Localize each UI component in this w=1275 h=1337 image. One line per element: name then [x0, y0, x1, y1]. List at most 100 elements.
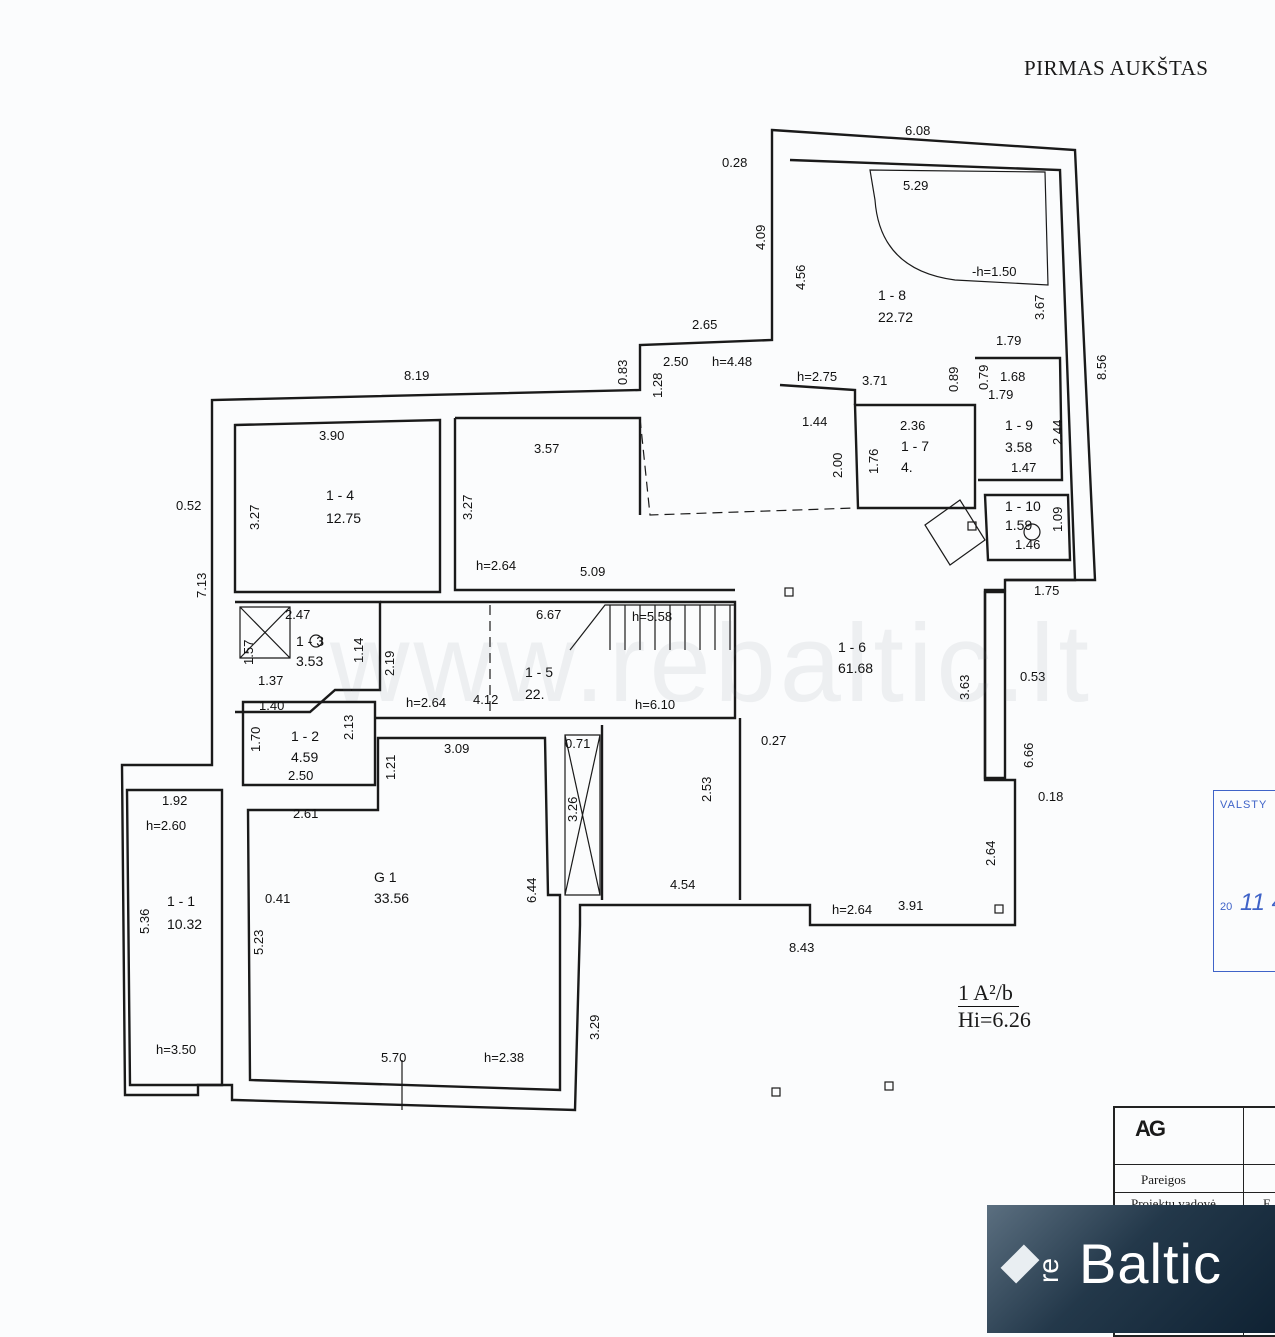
dim-label: 6.67 [536, 607, 561, 622]
dim-label: 2.50 [288, 768, 313, 783]
title-block-rule [1115, 1164, 1275, 1165]
room-1-10-id: 1 - 10 [1005, 498, 1041, 514]
dim-label: 0.83 [615, 360, 630, 385]
room-1-4-id: 1 - 4 [326, 487, 354, 503]
dim-label: 4.56 [793, 265, 808, 290]
title-block-rule [1115, 1192, 1275, 1193]
dim-label: h=2.64 [476, 558, 516, 573]
dim-label: 1.79 [988, 387, 1013, 402]
dim-label: 1.37 [258, 673, 283, 688]
dim-label: 1.47 [1011, 460, 1036, 475]
dim-label: 8.43 [789, 940, 814, 955]
stamp-handwritten: 11 4 [1240, 889, 1275, 916]
room-1-7-id: 1 - 7 [901, 438, 929, 454]
dim-label: h=2.38 [484, 1050, 524, 1065]
room-1-5-area: 22. [525, 686, 544, 702]
dim-label: 3.67 [1032, 295, 1047, 320]
brand-re: re [1033, 1258, 1064, 1283]
dim-label: 1.14 [351, 638, 366, 663]
dim-label: 8.19 [404, 368, 429, 383]
dim-label: 3.91 [898, 898, 923, 913]
dim-label: 2.53 [699, 777, 714, 802]
dim-label: 1.21 [383, 755, 398, 780]
dim-label: 5.36 [137, 909, 152, 934]
title-block-label-e: E [1263, 1196, 1271, 1211]
dim-label: 6.66 [1021, 743, 1036, 768]
room-1-3-id: 1 - 3 [296, 633, 324, 649]
dim-label: 0.18 [1038, 789, 1063, 804]
dim-label: 4.09 [753, 225, 768, 250]
dim-label: 0.53 [1020, 669, 1045, 684]
dim-label: 2.64 [983, 841, 998, 866]
dim-label: 5.70 [381, 1050, 406, 1065]
registry-stamp: VALSTY 20 11 4 [1213, 790, 1275, 972]
dim-label: 0.27 [761, 733, 786, 748]
dim-label: 1.40 [259, 698, 284, 713]
dim-label: h=2.75 [797, 369, 837, 384]
dim-label: 1.44 [802, 414, 827, 429]
dim-label: 3.71 [862, 373, 887, 388]
rebaltic-brand-badge[interactable]: re Baltic [987, 1205, 1275, 1333]
dim-label: 3.09 [444, 741, 469, 756]
dim-label: 0.71 [565, 736, 590, 751]
dim-label: 5.09 [580, 564, 605, 579]
dim-label: 0.52 [176, 498, 201, 513]
dim-label: 4.54 [670, 877, 695, 892]
dim-label: 0.41 [265, 891, 290, 906]
room-1-7-area: 4. [901, 459, 913, 475]
dim-label: 4.12 [473, 692, 498, 707]
dim-label: h=2.64 [406, 695, 446, 710]
plan-title: PIRMAS AUKŠTAS [1024, 56, 1209, 80]
room-1-9-id: 1 - 9 [1005, 417, 1033, 433]
dimension-labels: 6.08 0.28 5.29 -h=1.50 2.65 2.50 h=4.48 … [146, 123, 1063, 1065]
dim-label: 0.28 [722, 155, 747, 170]
interior-lines [239, 169, 1049, 1110]
dim-label: 1.75 [1034, 583, 1059, 598]
dim-label: h=3.50 [156, 1042, 196, 1057]
dim-label: 2.44 [1050, 420, 1065, 445]
dim-label: 3.29 [587, 1015, 602, 1040]
dim-label: 0.79 [976, 365, 991, 390]
dim-label: 2.00 [830, 453, 845, 478]
dim-label: 3.27 [460, 495, 475, 520]
room-1-4-area: 12.75 [326, 510, 361, 526]
dim-label: 1.09 [1050, 507, 1065, 532]
classification-line2: Hi=6.26 [958, 1007, 1031, 1032]
room-g-1-area: 33.56 [374, 890, 409, 906]
room-1-2-id: 1 - 2 [291, 728, 319, 744]
dim-label: 3.27 [247, 505, 262, 530]
dim-label: 2.50 [663, 354, 688, 369]
dim-label: 1.68 [1000, 369, 1025, 384]
dim-label: h=5.58 [632, 609, 672, 624]
dim-label: 2.13 [341, 715, 356, 740]
dimension-labels-vertical: 4.09 4.56 3.67 8.56 0.83 1.28 0.89 0.79 … [137, 225, 1109, 1040]
room-1-3-area: 3.53 [296, 653, 323, 669]
stamp-header: VALSTY [1220, 799, 1268, 811]
room-1-6-area: 61.68 [838, 660, 873, 676]
title-block-logo: AG [1135, 1116, 1166, 1141]
dim-label: -h=1.50 [972, 264, 1016, 279]
room-1-8-id: 1 - 8 [878, 287, 906, 303]
room-1-9-area: 3.58 [1005, 439, 1032, 455]
dim-label: 3.57 [534, 441, 559, 456]
room-1-2-area: 4.59 [291, 749, 318, 765]
classification-label: 1 A²/b Hi=6.26 [958, 980, 1031, 1033]
room-1-10-area: 1.59 [1005, 517, 1032, 533]
dim-label: 2.19 [382, 651, 397, 676]
dim-label: h=2.64 [832, 902, 872, 917]
dim-label: 8.56 [1094, 355, 1109, 380]
dim-label: 2.61 [293, 806, 318, 821]
dim-label: 1.76 [866, 449, 881, 474]
dim-label: 1.79 [996, 333, 1021, 348]
dim-label: 3.26 [565, 797, 580, 822]
dim-label: 2.47 [285, 607, 310, 622]
dim-label: 6.08 [905, 123, 930, 138]
title-block-label-pareigos: Pareigos [1141, 1172, 1186, 1187]
dim-label: 0.89 [946, 367, 961, 392]
dim-label: 2.65 [692, 317, 717, 332]
dim-label: 3.90 [319, 428, 344, 443]
dim-label: 1.57 [241, 640, 256, 665]
dim-label: 7.13 [194, 573, 209, 598]
dim-label: 2.36 [900, 418, 925, 433]
